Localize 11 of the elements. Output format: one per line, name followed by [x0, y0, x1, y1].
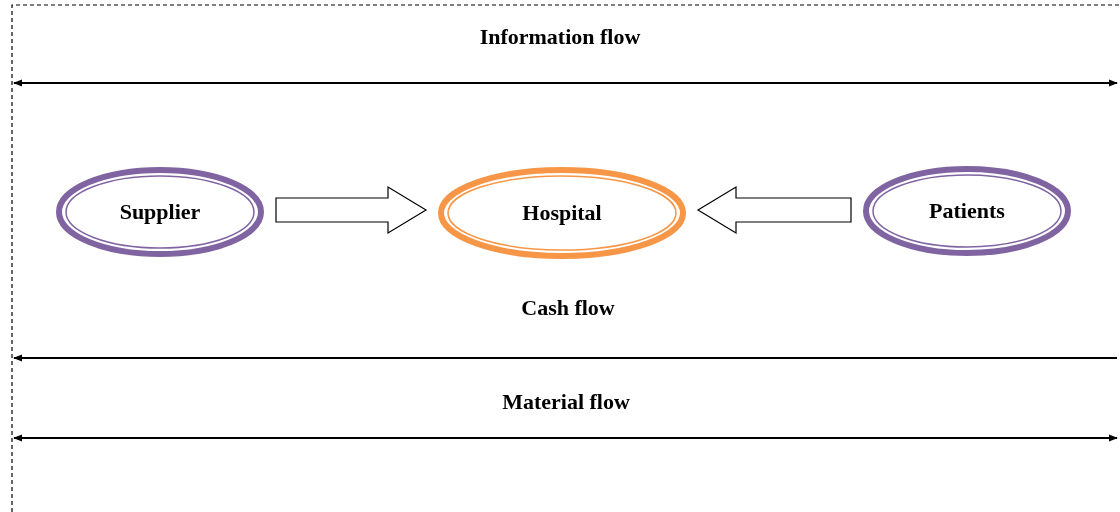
block-arrow	[696, 185, 852, 235]
ellipse-node	[863, 166, 1071, 256]
flow-label: Information flow	[479, 24, 641, 50]
node-label: Hospital	[521, 200, 603, 226]
block-arrow	[275, 185, 428, 235]
flow-label: Cash flow	[521, 295, 615, 321]
ellipse-node	[438, 167, 686, 259]
node-label: Patients	[928, 198, 1006, 224]
node-label: Supplier	[118, 199, 202, 225]
flow-label: Material flow	[502, 389, 630, 415]
ellipse-node	[56, 167, 264, 257]
